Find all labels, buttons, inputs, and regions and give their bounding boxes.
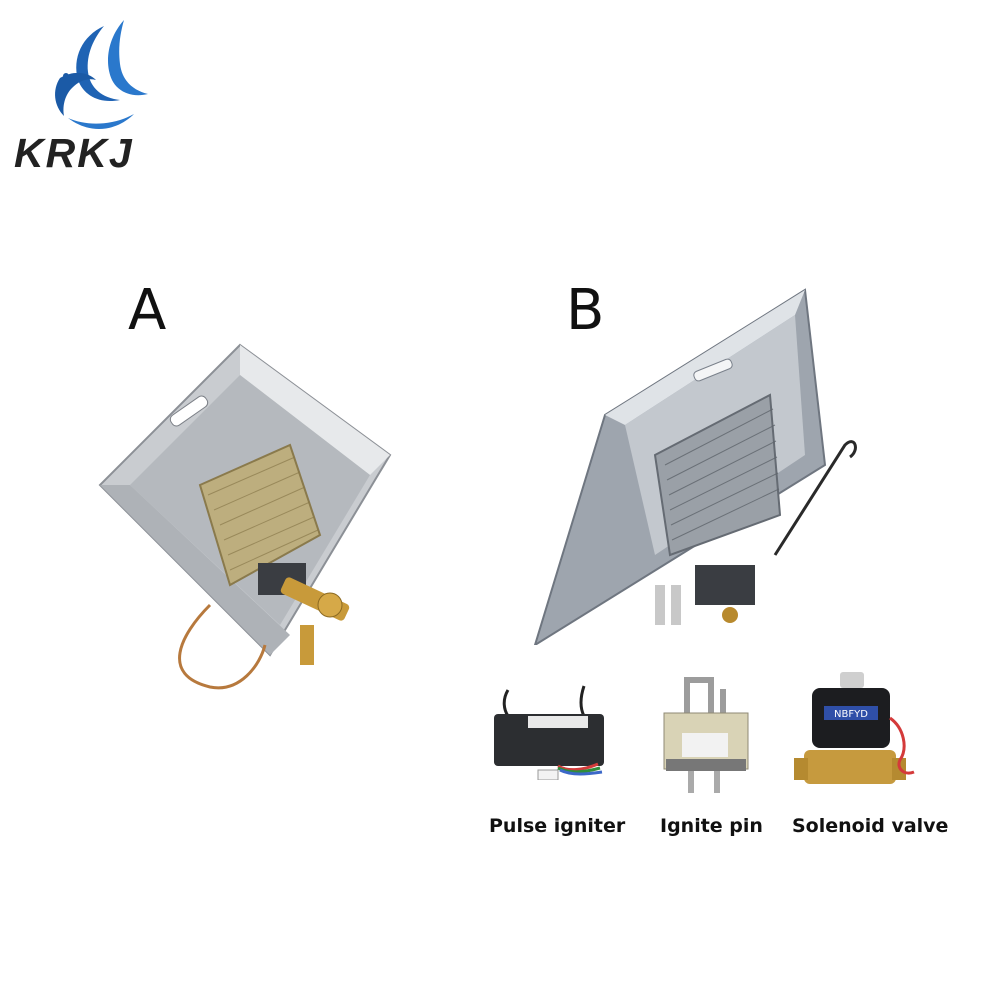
burner-a-image [98,343,392,690]
solenoid-valve-label: Solenoid valve [792,815,949,837]
solenoid-valve-image: NBFYD [794,672,915,784]
ignite-pin-image [663,677,749,793]
brand-logo-block: KRKJ [14,18,184,176]
pulse-igniter-label: Pulse igniter [489,815,626,837]
bird-logo-icon [55,20,148,130]
ignite-pin-label: Ignite pin [660,815,763,837]
variant-a-label: A [128,278,167,343]
pulse-igniter-image [494,685,604,780]
solenoid-valve-marking: NBFYD [834,709,868,720]
brand-name: KRKJ [14,130,134,176]
burner-b-image [533,288,857,645]
variant-b-label: B [566,278,605,343]
